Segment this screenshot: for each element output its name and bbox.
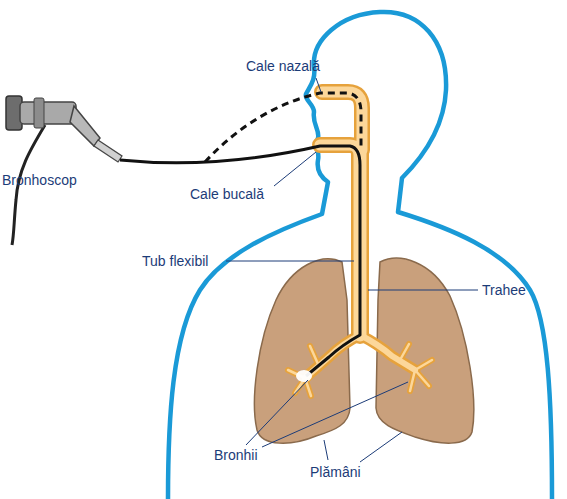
nasal-route — [205, 93, 361, 162]
leader-lines — [226, 78, 478, 462]
part-label: Plămâni — [310, 464, 361, 480]
part-label: Cale bucală — [190, 186, 264, 202]
bronchoscope-instrument — [6, 96, 122, 245]
part-label: Cale nazală — [246, 58, 320, 74]
flexible-tube — [120, 146, 360, 376]
part-label: Tub flexibil — [142, 253, 208, 269]
part-label: Trahee — [482, 282, 526, 298]
part-label: Bronhoscop — [2, 172, 77, 188]
part-label: Bronhii — [214, 447, 258, 463]
scope-light — [296, 370, 312, 382]
